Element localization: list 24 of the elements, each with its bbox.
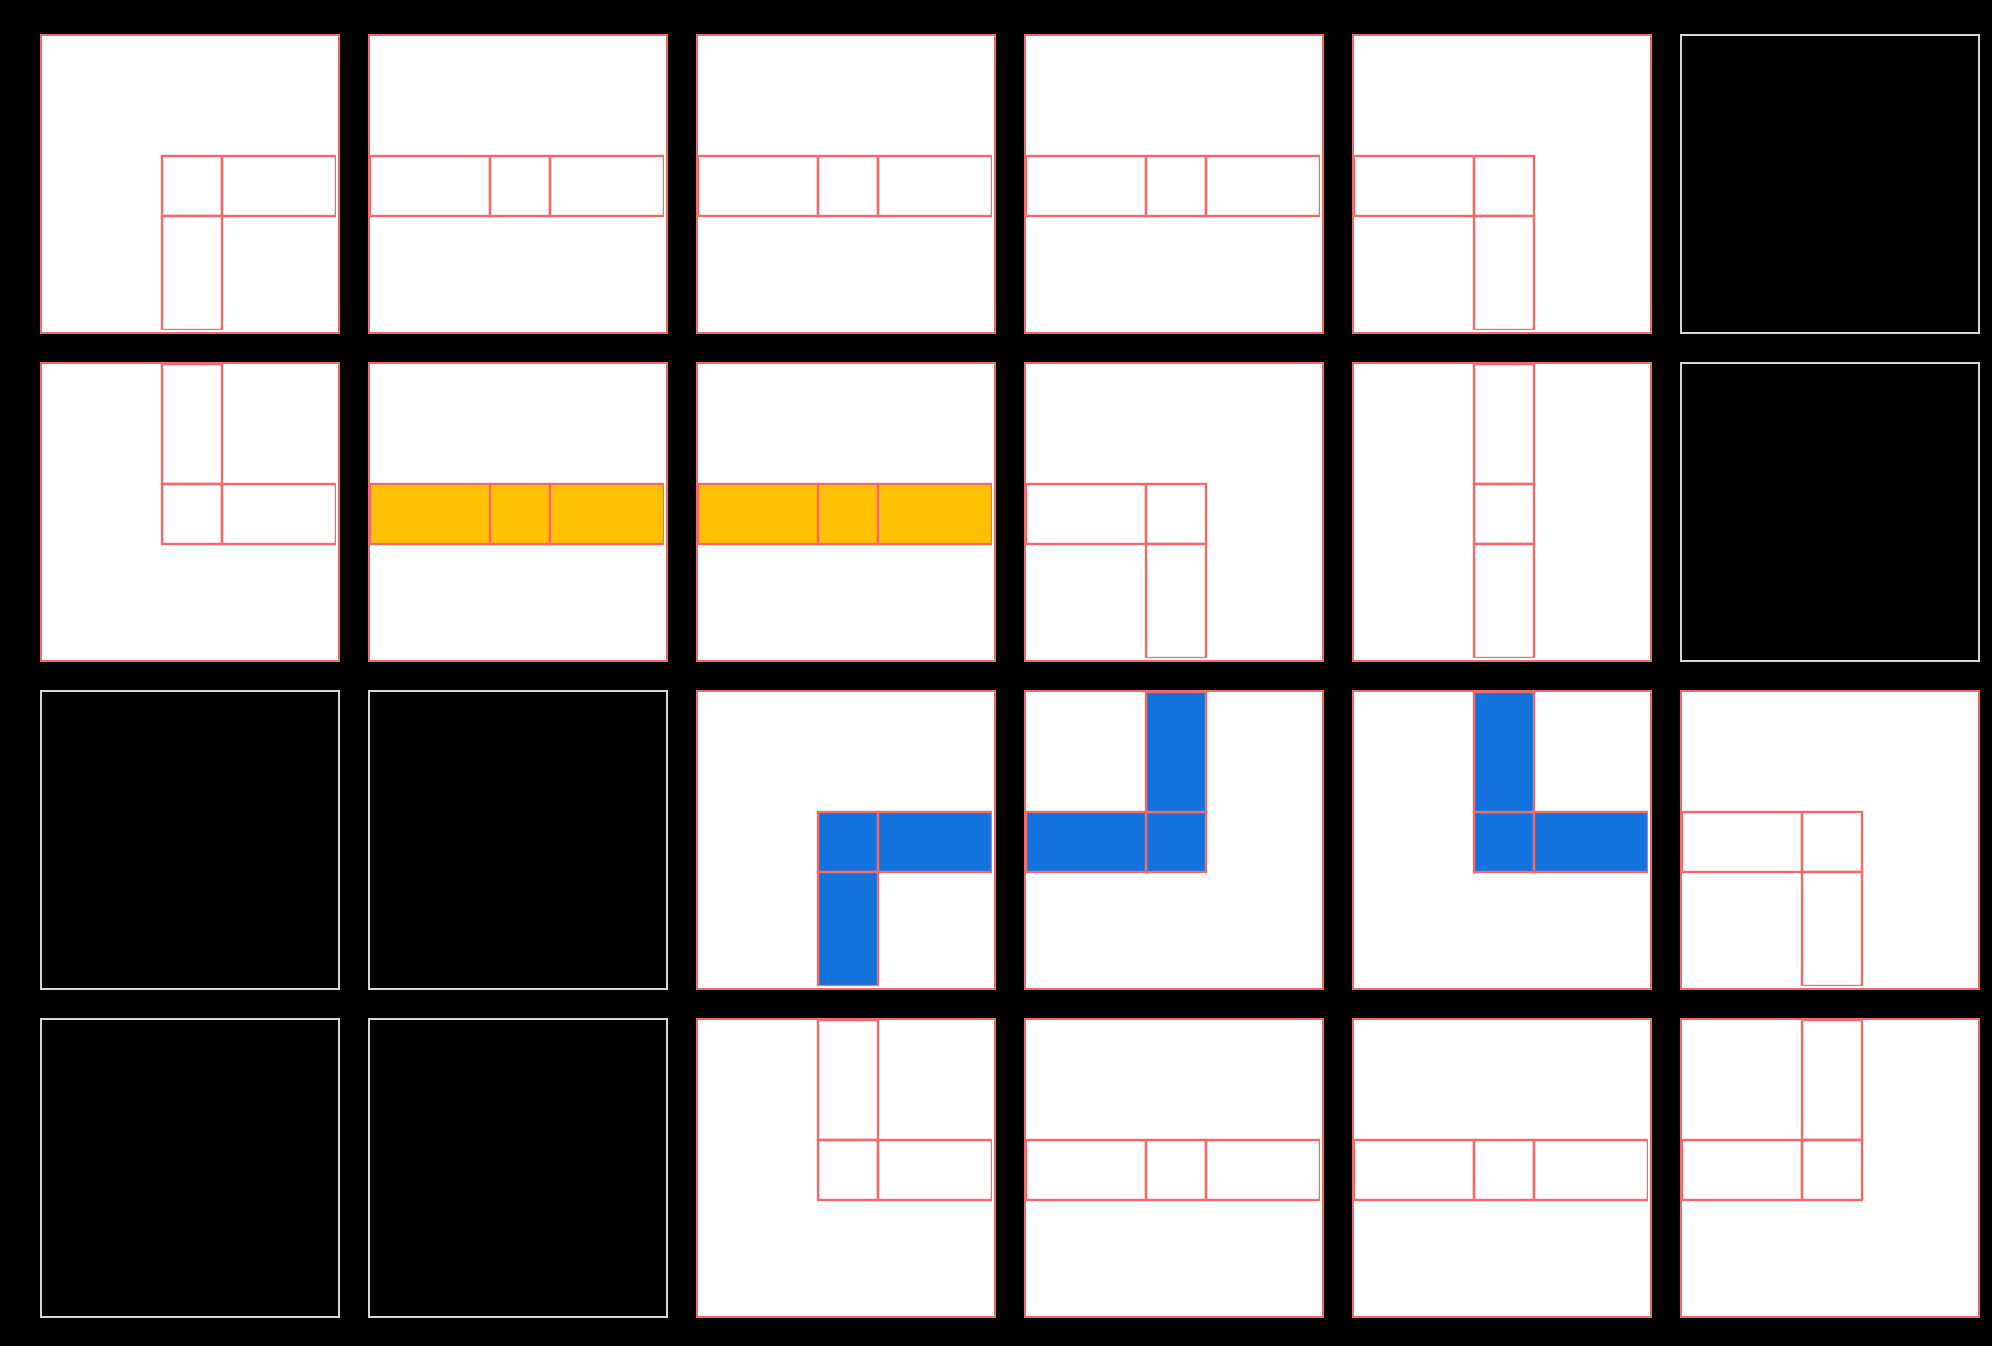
grid-tile bbox=[1024, 1018, 1324, 1318]
grid-tile bbox=[1352, 1018, 1652, 1318]
grid-tile bbox=[1024, 690, 1324, 990]
empty-tile bbox=[40, 1018, 340, 1318]
grid-tile bbox=[1352, 34, 1652, 334]
empty-tile bbox=[40, 690, 340, 990]
grid-tile bbox=[1680, 1018, 1980, 1318]
grid-tile bbox=[1024, 34, 1324, 334]
grid-tile bbox=[1352, 690, 1652, 990]
grid-tile bbox=[1680, 690, 1980, 990]
grid-tile bbox=[696, 34, 996, 334]
grid-tile bbox=[40, 362, 340, 662]
grid-tile bbox=[368, 34, 668, 334]
grid-tile bbox=[1352, 362, 1652, 662]
empty-tile bbox=[368, 1018, 668, 1318]
grid-tile bbox=[1024, 362, 1324, 662]
grid-tile bbox=[696, 362, 996, 662]
grid-tile bbox=[696, 690, 996, 990]
empty-tile bbox=[368, 690, 668, 990]
empty-tile bbox=[1680, 34, 1980, 334]
grid-tile bbox=[696, 1018, 996, 1318]
grid-tile bbox=[40, 34, 340, 334]
empty-tile bbox=[1680, 362, 1980, 662]
grid-tile bbox=[368, 362, 668, 662]
